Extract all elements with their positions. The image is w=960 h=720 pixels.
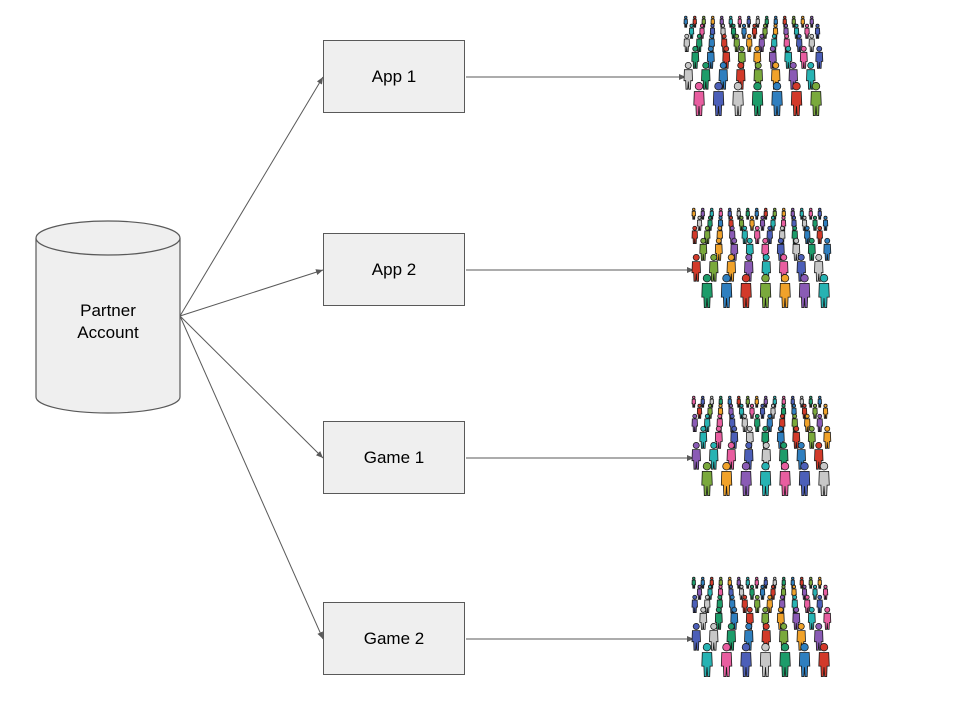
node-game-2-label: Game 2 — [363, 628, 425, 648]
edge-partner-to-game-1 — [179, 315, 324, 459]
crowd-of-people-icon — [691, 395, 832, 496]
crowd-of-people-icon — [691, 207, 832, 308]
crowd-of-people-icon — [691, 576, 832, 677]
edge-partner-to-app-1 — [179, 76, 324, 317]
node-app-2-label: App 2 — [371, 259, 417, 279]
partner-account-label-line-1: Partner — [80, 301, 136, 320]
edge-partner-to-app-2 — [179, 269, 324, 317]
node-game-1-label: Game 1 — [363, 447, 425, 467]
partner-account-label-line-2: Account — [77, 323, 139, 342]
partner-account-database — [35, 220, 181, 414]
edge-partner-to-game-2 — [179, 315, 324, 640]
node-game-2: Game 2 — [323, 602, 465, 675]
node-game-1: Game 1 — [323, 421, 465, 494]
node-app-2: App 2 — [323, 233, 465, 306]
partner-account-label: Partner Account — [36, 300, 180, 344]
crowd-of-people-icon — [683, 15, 824, 116]
node-app-1-label: App 1 — [371, 66, 417, 86]
node-app-1: App 1 — [323, 40, 465, 113]
